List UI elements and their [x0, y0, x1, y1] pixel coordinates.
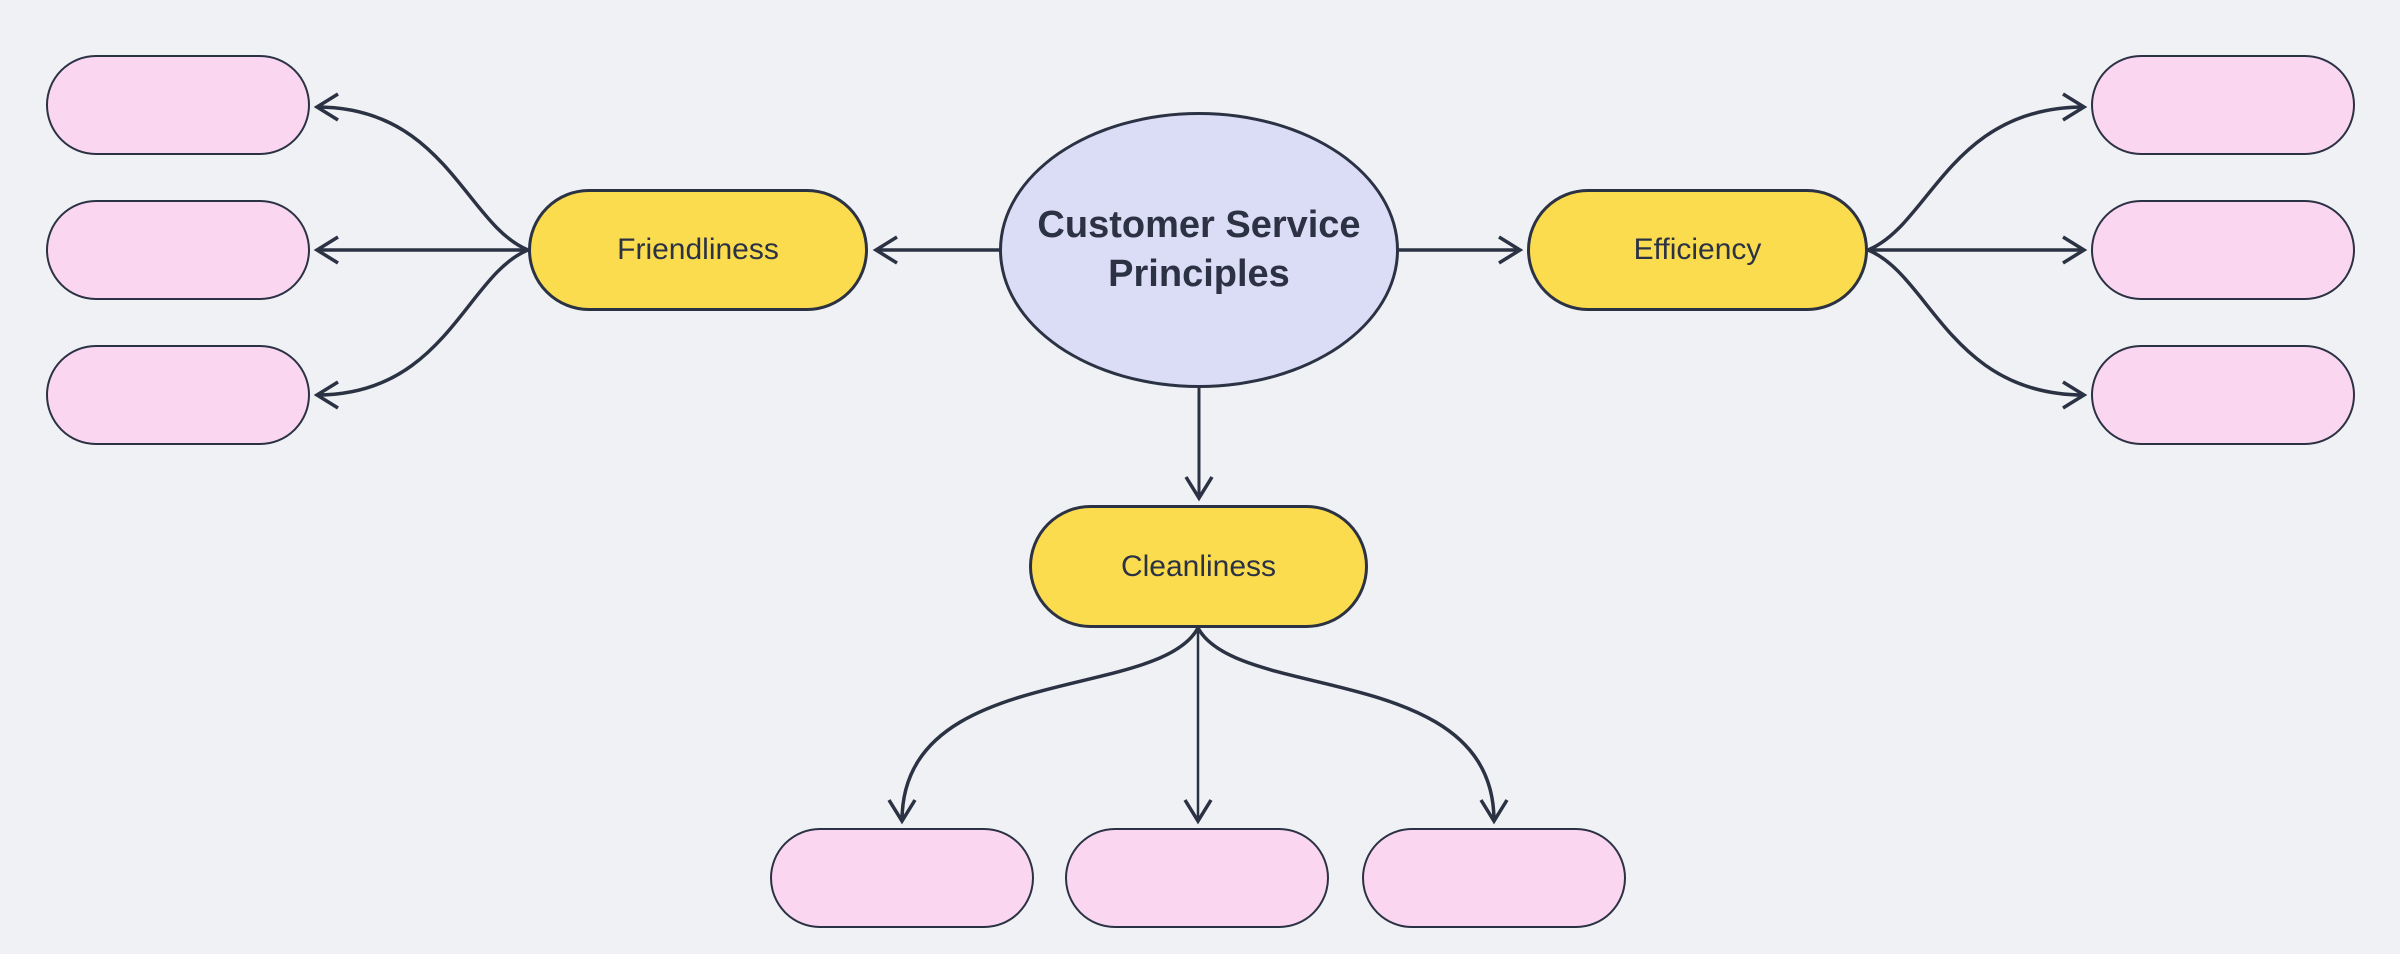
canvas-bottom-edge: [0, 954, 2400, 965]
leaf-node-cleanliness-1[interactable]: [770, 828, 1034, 928]
branch-node-cleanliness[interactable]: Cleanliness: [1029, 505, 1368, 628]
leaf-node-efficiency-3[interactable]: [2091, 345, 2355, 445]
branch-label-efficiency: Efficiency: [1633, 233, 1762, 266]
edge-cleanliness-to-child-3: [1196, 627, 1509, 825]
leaf-node-efficiency-2[interactable]: [2091, 200, 2355, 300]
leaf-node-cleanliness-3[interactable]: [1362, 828, 1626, 928]
branch-label-friendliness: Friendliness: [617, 233, 779, 266]
root-node-label: Customer Service Principles: [1037, 204, 1361, 295]
leaf-node-friendliness-2[interactable]: [46, 200, 310, 300]
edge-efficiency-to-child-3: [1867, 248, 2088, 410]
leaf-node-efficiency-1[interactable]: [2091, 55, 2355, 155]
leaf-node-cleanliness-2[interactable]: [1065, 828, 1329, 928]
edge-friendliness-to-child-1: [313, 92, 529, 252]
branch-node-efficiency[interactable]: Efficiency: [1527, 189, 1868, 311]
root-node-customer-service-principles[interactable]: Customer Service Principles: [999, 112, 1399, 388]
leaf-node-friendliness-1[interactable]: [46, 55, 310, 155]
edge-friendliness-to-child-3: [313, 248, 529, 410]
branch-label-cleanliness: Cleanliness: [1120, 549, 1277, 583]
edge-cleanliness-to-child-1: [887, 627, 1200, 825]
edge-efficiency-to-child-1: [1867, 92, 2088, 252]
leaf-node-friendliness-3[interactable]: [46, 345, 310, 445]
branch-node-friendliness[interactable]: Friendliness: [528, 189, 868, 311]
